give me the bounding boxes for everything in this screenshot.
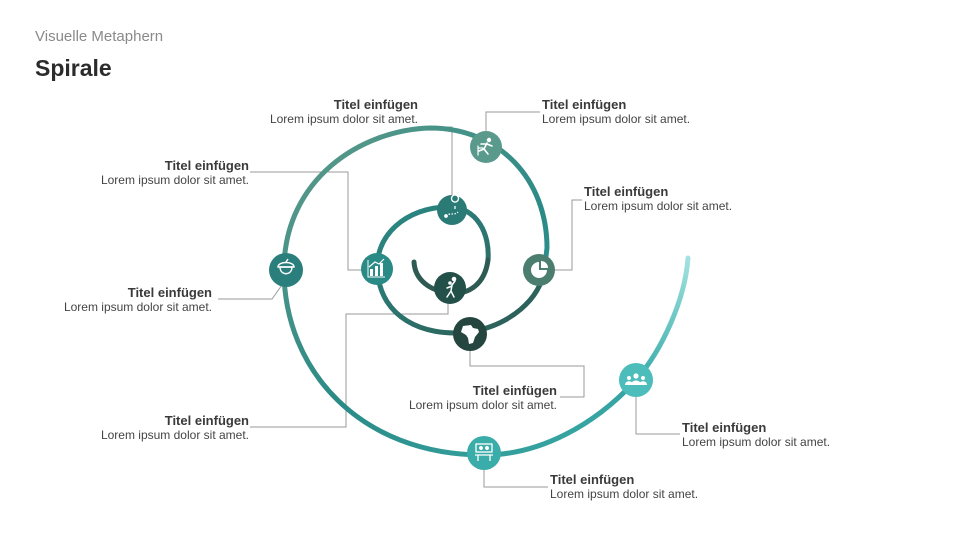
connector-line xyxy=(250,300,449,428)
connector-line xyxy=(250,171,362,271)
label-body: Lorem ipsum dolor sit amet. xyxy=(584,199,733,213)
label-meeting: Titel einfügen Lorem ipsum dolor sit ame… xyxy=(550,472,810,502)
connector-line xyxy=(420,126,453,198)
connector-lines xyxy=(218,111,680,488)
label-body: Lorem ipsum dolor sit amet. xyxy=(682,435,831,449)
label-team: Titel einfügen Lorem ipsum dolor sit ame… xyxy=(682,420,942,450)
node-hurdler xyxy=(470,131,502,163)
label-title: Titel einfügen xyxy=(584,184,669,199)
label-pie: Titel einfügen Lorem ipsum dolor sit ame… xyxy=(584,184,844,214)
hurdler-icon xyxy=(477,137,493,156)
basketball-player-icon xyxy=(446,276,457,298)
label-title: Titel einfügen xyxy=(127,285,212,300)
label-title: Titel einfügen xyxy=(542,97,627,112)
meeting-icon xyxy=(475,443,493,461)
connector-line xyxy=(469,350,585,398)
label-acorn: Titel einfügen Lorem ipsum dolor sit ame… xyxy=(0,285,212,315)
label-body: Lorem ipsum dolor sit amet. xyxy=(269,112,418,126)
node-basketball xyxy=(434,272,466,304)
label-body: Lorem ipsum dolor sit amet. xyxy=(542,112,691,126)
label-title: Titel einfügen xyxy=(472,383,557,398)
label-title: Titel einfügen xyxy=(682,420,767,435)
location-path-icon xyxy=(444,194,460,218)
node-pie xyxy=(523,254,555,286)
spiral-tail xyxy=(633,255,691,383)
label-title: Titel einfügen xyxy=(164,413,249,428)
node-location xyxy=(437,194,467,225)
label-title: Titel einfügen xyxy=(550,472,635,487)
connector-line xyxy=(485,111,540,140)
connector-line xyxy=(483,468,548,488)
pie-chart-icon xyxy=(531,261,548,278)
label-africa: Titel einfügen Lorem ipsum dolor sit ame… xyxy=(297,383,557,413)
label-location: Titel einfügen Lorem ipsum dolor sit ame… xyxy=(158,97,418,127)
node-meeting xyxy=(467,436,501,470)
label-body: Lorem ipsum dolor sit amet. xyxy=(63,300,212,314)
label-growth: Titel einfügen Lorem ipsum dolor sit ame… xyxy=(0,158,249,188)
connector-line xyxy=(635,392,680,435)
acorn-icon xyxy=(277,258,295,275)
node-acorn xyxy=(269,253,303,287)
africa-icon xyxy=(461,325,479,344)
label-body: Lorem ipsum dolor sit amet. xyxy=(550,487,699,501)
label-body: Lorem ipsum dolor sit amet. xyxy=(100,173,249,187)
label-title: Titel einfügen xyxy=(333,97,418,112)
connector-line xyxy=(218,284,283,300)
label-basketball: Titel einfügen Lorem ipsum dolor sit ame… xyxy=(0,413,249,443)
page-title: Spirale xyxy=(35,55,112,81)
node-growth xyxy=(361,253,393,285)
label-hurdler: Titel einfügen Lorem ipsum dolor sit ame… xyxy=(542,97,802,127)
node-team xyxy=(619,363,653,397)
node-africa xyxy=(453,317,487,351)
label-title: Titel einfügen xyxy=(164,158,249,173)
connector-line xyxy=(545,199,582,271)
label-body: Lorem ipsum dolor sit amet. xyxy=(100,428,249,442)
page-subtitle: Visuelle Metaphern xyxy=(35,28,164,45)
growth-chart-icon xyxy=(367,258,385,278)
label-body: Lorem ipsum dolor sit amet. xyxy=(408,398,557,412)
team-icon xyxy=(625,373,647,385)
